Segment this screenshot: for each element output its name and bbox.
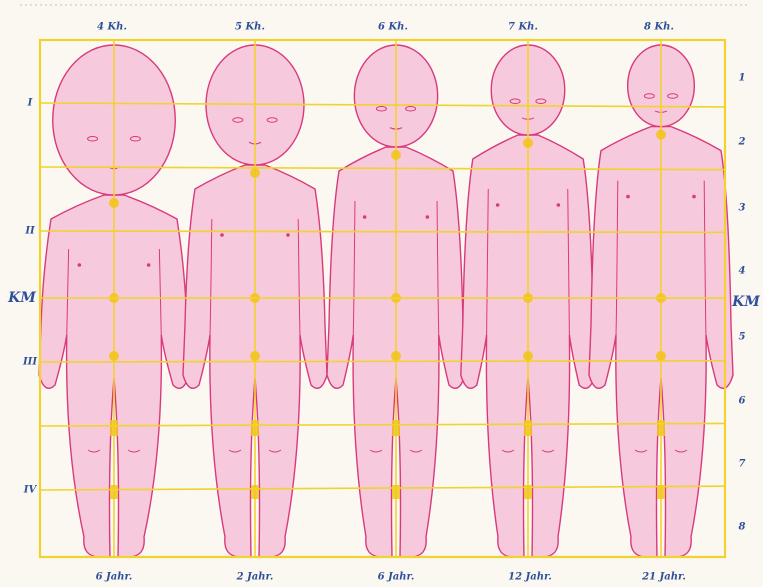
right-label-4: 4 [739, 266, 746, 277]
marker-dot [109, 198, 119, 208]
left-nipple [220, 233, 224, 237]
top-label-5: 8 Kh. [644, 22, 674, 33]
right-nipple [147, 263, 151, 267]
right-label-2: 2 [739, 137, 746, 148]
top-label-4: 7 Kh. [508, 22, 538, 33]
right-label-7: 7 [739, 459, 746, 470]
marker-dot [656, 130, 666, 140]
right-label-1: 1 [739, 73, 746, 84]
marker-dot [391, 150, 401, 160]
left-label-2: II [25, 226, 34, 237]
bottom-label-5: 21 Jahr. [642, 572, 686, 583]
shin-marker [110, 485, 118, 499]
marker-dot [523, 351, 533, 361]
top-label-1: 4 Kh. [97, 22, 127, 33]
knee-marker [110, 420, 118, 436]
bottom-label-3: 6 Jahr. [378, 572, 415, 583]
marker-dot [109, 351, 119, 361]
left-nipple [363, 215, 367, 219]
right-label-6: 6 [739, 396, 746, 407]
right-label-km: KM [732, 294, 760, 310]
knee-marker [524, 420, 532, 436]
right-label-5: 5 [739, 332, 746, 343]
left-nipple [496, 203, 500, 207]
left-label-4: IV [24, 485, 36, 496]
right-nipple [426, 215, 430, 219]
left-label-1: I [28, 98, 33, 109]
left-label-3: III [23, 357, 37, 368]
left-nipple [626, 195, 630, 199]
left-label-km: KM [8, 290, 36, 306]
right-label-8: 8 [739, 522, 746, 533]
right-nipple [286, 233, 290, 237]
shin-marker [251, 485, 259, 499]
marker-dot [250, 168, 260, 178]
knee-marker [251, 420, 259, 436]
right-label-3: 3 [739, 203, 746, 214]
knee-marker [657, 420, 665, 436]
top-label-3: 6 Kh. [378, 22, 408, 33]
marker-dot [523, 138, 533, 148]
marker-dot [391, 351, 401, 361]
marker-dot [250, 351, 260, 361]
right-nipple [557, 203, 561, 207]
bottom-label-4: 12 Jahr. [508, 572, 552, 583]
shin-marker [392, 485, 400, 499]
knee-marker [392, 420, 400, 436]
left-nipple [78, 263, 82, 267]
right-nipple [692, 195, 696, 199]
bottom-label-1: 6 Jahr. [96, 572, 133, 583]
bottom-label-2: 2 Jahr. [237, 572, 274, 583]
top-label-2: 5 Kh. [235, 22, 265, 33]
marker-dot [656, 351, 666, 361]
